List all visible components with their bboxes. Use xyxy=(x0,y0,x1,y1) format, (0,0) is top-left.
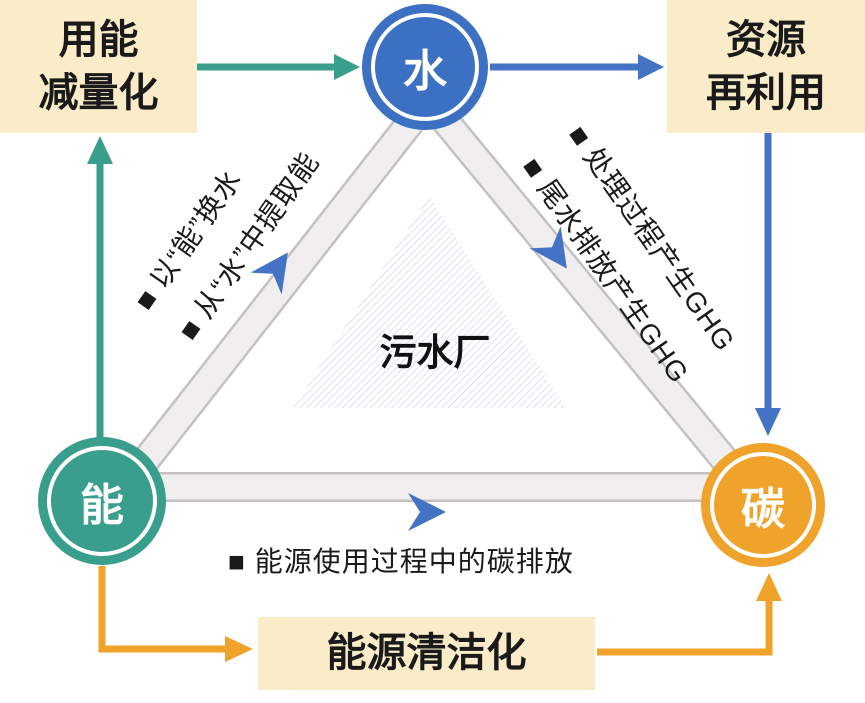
note-energy-use-carbon: ■ 能源使用过程中的碳排放 xyxy=(228,546,574,577)
box-resource-reuse-line1: 资源 xyxy=(726,17,806,62)
node-energy: 能 xyxy=(38,437,166,565)
plant-label: 污水厂 xyxy=(379,332,491,373)
left-edge-chevron-icon xyxy=(250,252,288,295)
arrowhead-icon xyxy=(87,136,113,164)
right-edge-chevron-icon xyxy=(529,226,567,269)
arrowhead-icon xyxy=(756,573,782,601)
box-clean-energy: 能源清洁化 xyxy=(258,617,595,690)
arrowhead-icon xyxy=(638,54,664,80)
node-water: 水 xyxy=(362,4,488,130)
bottom-edge-chevron-icon xyxy=(408,493,446,531)
node-carbon: 碳 xyxy=(701,443,825,567)
box-energy-reduction-line1: 用能 xyxy=(58,17,139,62)
arrow-water-to-reuse xyxy=(490,54,664,80)
box-clean-energy-label: 能源清洁化 xyxy=(326,631,527,676)
box-resource-reuse: 资源 再利用 xyxy=(667,0,865,133)
arrow-reduction-to-water xyxy=(197,54,360,80)
arrowhead-icon xyxy=(755,408,781,436)
arrow-energy-to-cleanenergy xyxy=(98,566,253,662)
arrowhead-icon xyxy=(225,636,253,662)
plant-triangle-hatch xyxy=(293,196,566,408)
node-water-label: 水 xyxy=(403,47,447,96)
box-energy-reduction-line2: 减量化 xyxy=(38,70,159,115)
arrow-reuse-to-carbon xyxy=(755,133,781,436)
box-resource-reuse-line2: 再利用 xyxy=(706,70,826,115)
box-energy-reduction: 用能 减量化 xyxy=(0,0,197,133)
arrow-cleanenergy-to-carbon xyxy=(597,573,782,656)
arrow-energy-to-reduction xyxy=(87,136,113,440)
node-carbon-label: 碳 xyxy=(741,485,785,534)
arrowhead-icon xyxy=(334,54,360,80)
node-energy-label: 能 xyxy=(80,481,124,530)
triangle-band xyxy=(99,80,774,500)
